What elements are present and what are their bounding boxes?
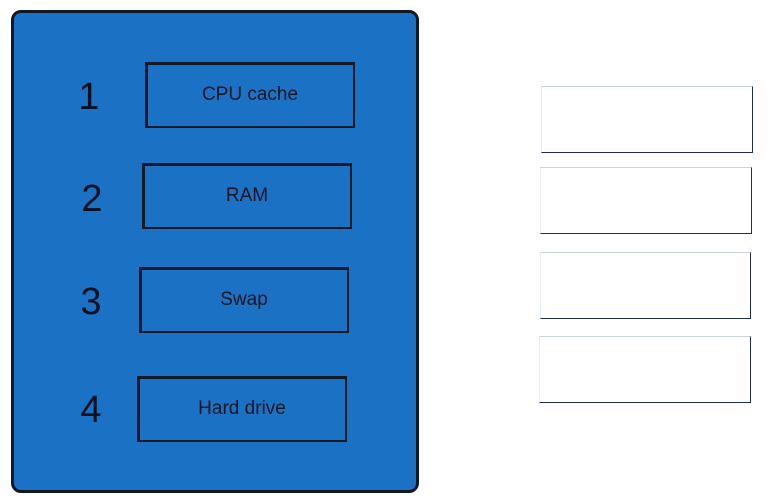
answer-slot-2[interactable] [540,167,752,234]
row-number-4: 4 [80,389,102,431]
answer-slot-1[interactable] [541,86,753,153]
row-number-2: 2 [81,178,103,220]
item-label: CPU cache [201,84,299,105]
draggable-item-ram[interactable]: RAM [142,163,352,229]
item-label: Hard drive [198,398,286,419]
draggable-item-cpu-cache[interactable]: CPU cache [145,62,355,128]
row-number-1: 1 [78,76,100,118]
answer-slot-3[interactable] [540,252,751,319]
answer-slot-4[interactable] [539,336,751,403]
row-number-3: 3 [80,281,102,323]
item-label: Swap [220,289,268,310]
item-label: RAM [225,185,269,206]
draggable-item-swap[interactable]: Swap [139,267,349,333]
draggable-item-hard-drive[interactable]: Hard drive [137,376,347,442]
